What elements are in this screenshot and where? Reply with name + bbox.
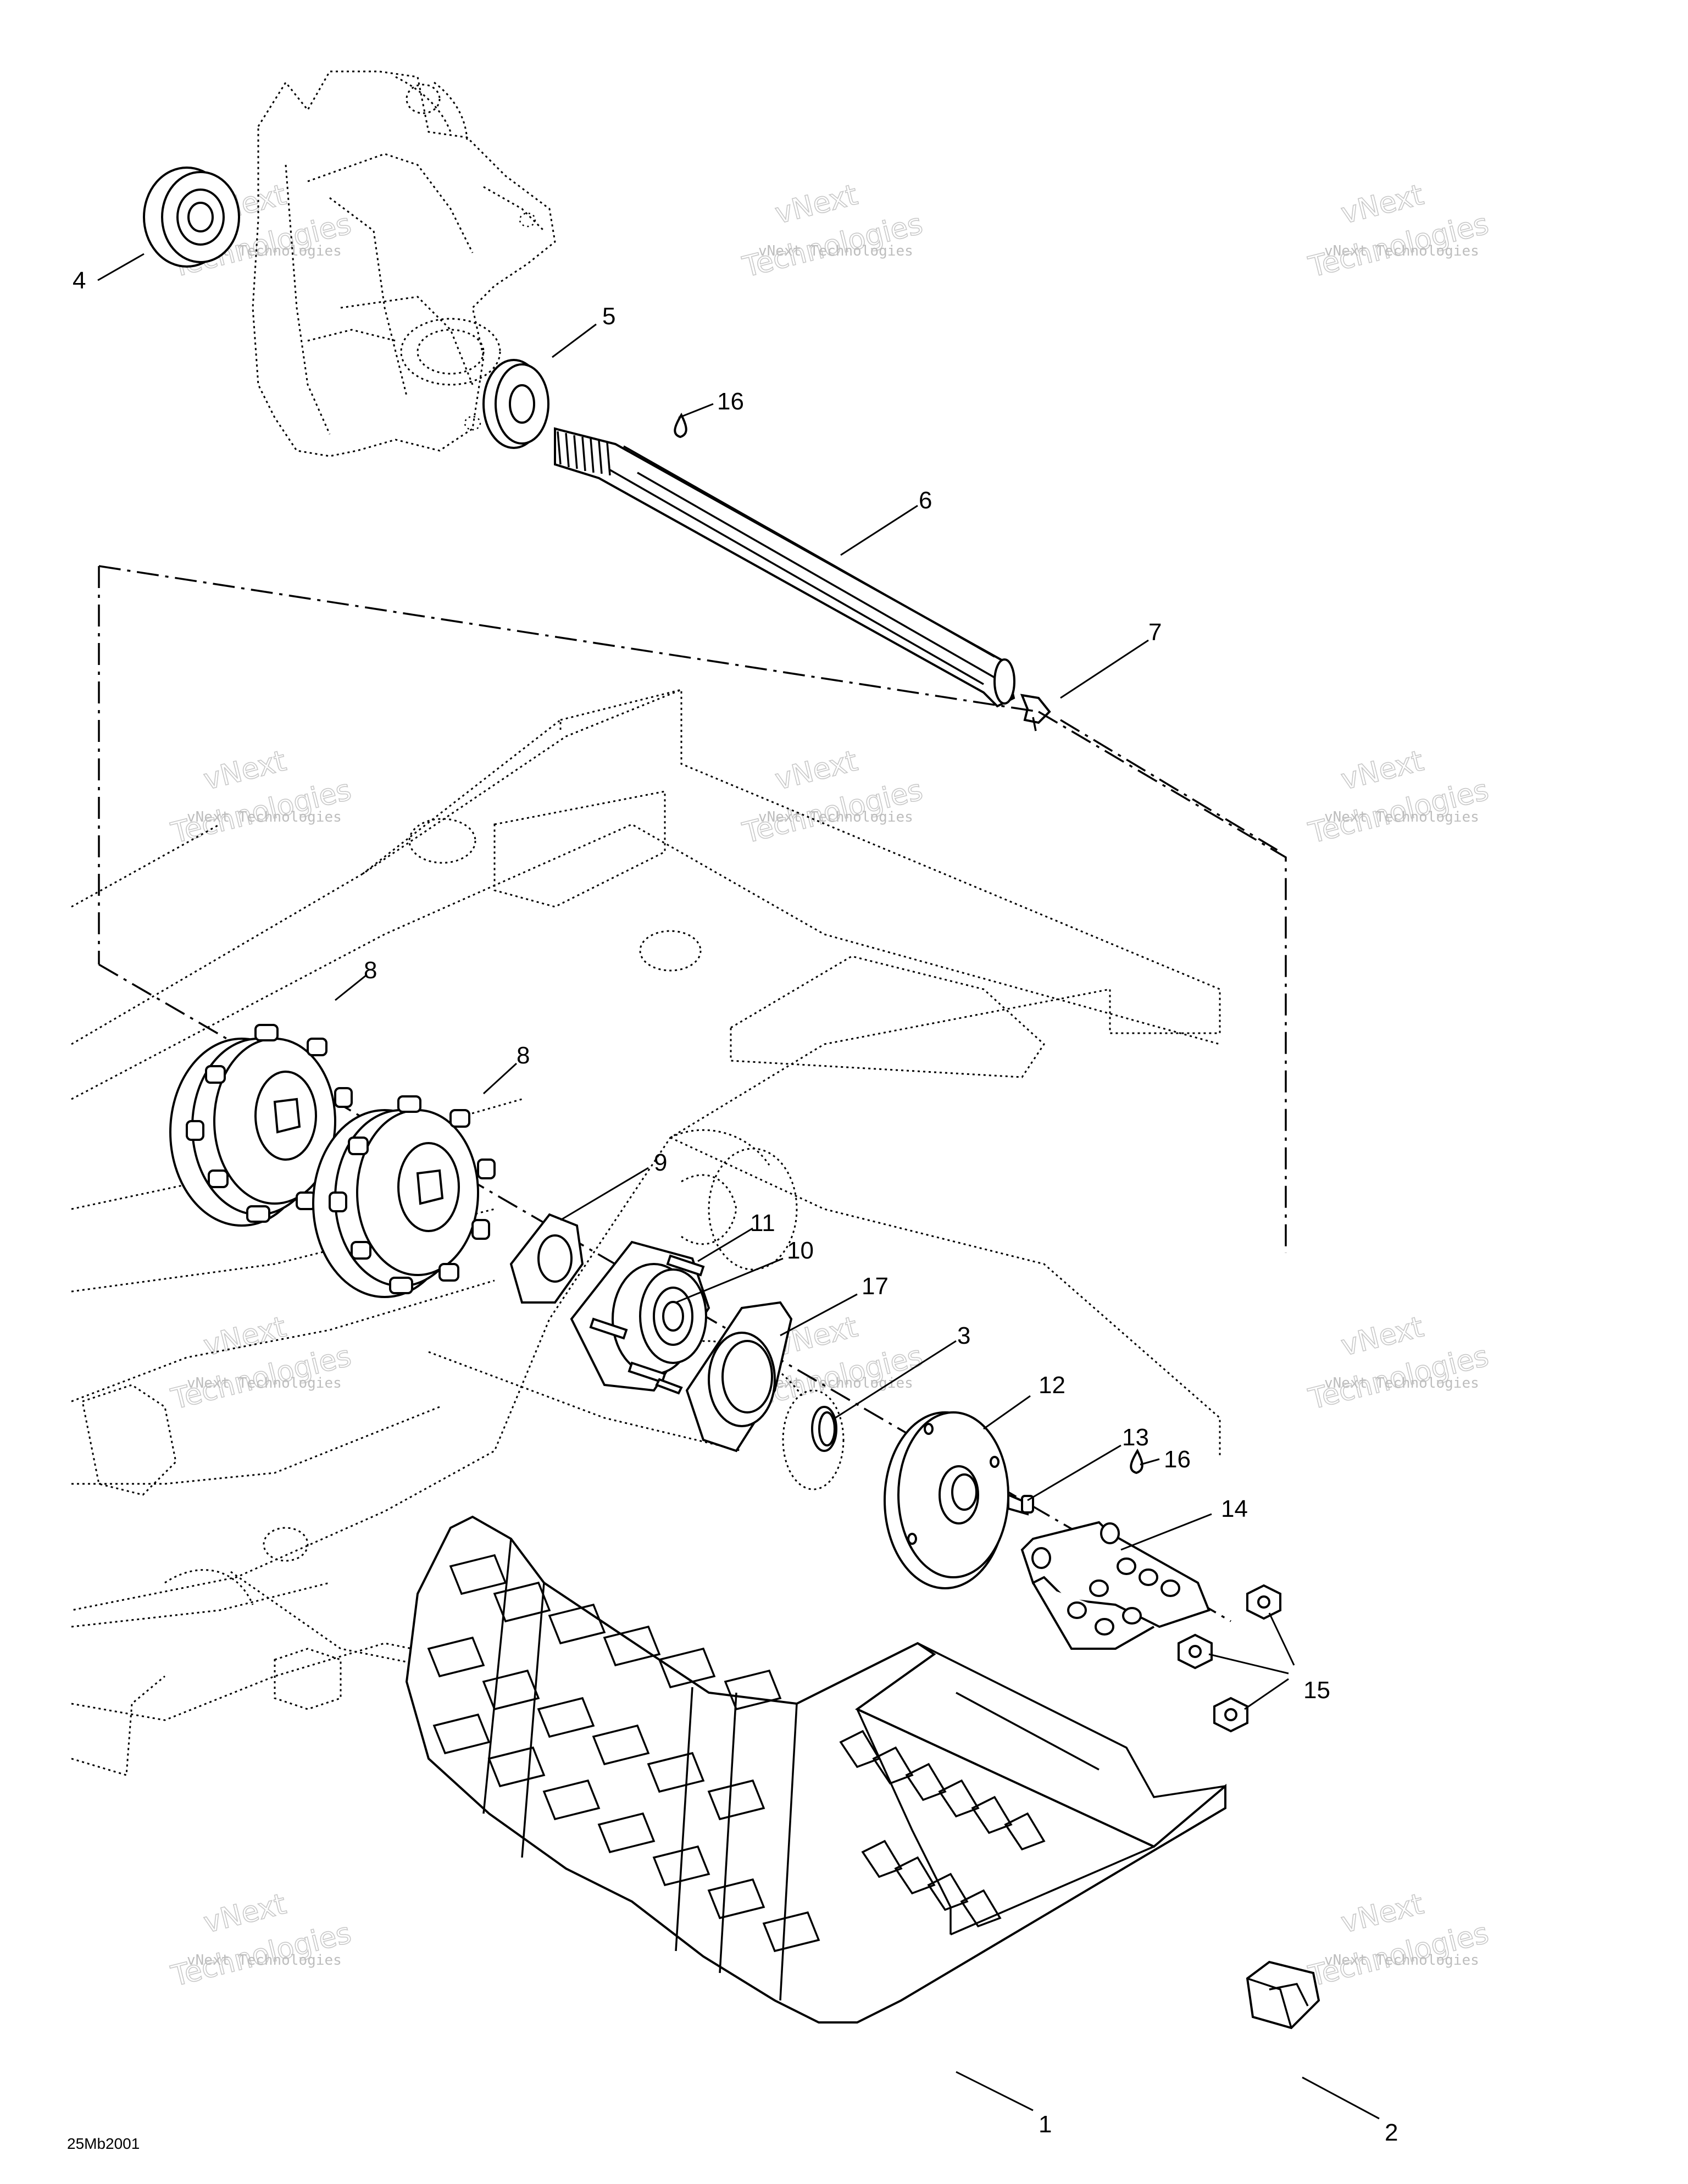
slider-clip-2 (1246, 1960, 1320, 2030)
flange-plate-17 (685, 1301, 793, 1453)
callout-16-top: 16 (717, 388, 744, 415)
callout-10: 10 (787, 1237, 814, 1264)
bearing-4 (143, 167, 240, 268)
washer-5 (482, 359, 549, 449)
watermark-line1: vNext (772, 179, 861, 231)
watermark-line1: vNext (1338, 745, 1427, 797)
callout-8-right: 8 (517, 1042, 530, 1069)
callout-7: 7 (1148, 619, 1162, 646)
track-lugs (427, 1554, 820, 1953)
callout-1: 1 (1039, 2111, 1052, 2138)
sprocket-8-right-teeth (329, 1095, 496, 1294)
nuts-15 (1178, 1584, 1281, 1733)
watermark-small: vNext Technologies (187, 1375, 342, 1392)
watermark-line1: vNext (201, 1311, 290, 1363)
callout-4: 4 (73, 267, 86, 294)
watermark-small: vNext Technologies (758, 809, 913, 825)
callout-2: 2 (1385, 2119, 1398, 2146)
watermark-line1: vNext (201, 1888, 290, 1940)
end-flange-12 (884, 1411, 1009, 1589)
grease-drop-16-bottom (1130, 1448, 1143, 1475)
callout-15: 15 (1303, 1677, 1330, 1704)
studs-11 (589, 1254, 705, 1395)
spacer-9 (509, 1213, 584, 1304)
watermark-small: vNext Technologies (1324, 243, 1479, 259)
callout-8-left: 8 (364, 957, 377, 984)
callout-9: 9 (654, 1149, 667, 1176)
watermark-line1: vNext (1338, 179, 1427, 231)
leader-lines (97, 253, 1380, 2120)
watermark-small: vNext Technologies (1324, 1375, 1479, 1392)
document-code: 25Mb2001 (67, 2135, 140, 2152)
circlip-7 (1020, 694, 1051, 731)
watermark-line1: vNext (201, 745, 290, 797)
bracket-14 (1020, 1521, 1211, 1650)
axle-splines (557, 431, 611, 476)
tunnel-frame (71, 688, 1221, 1776)
watermark-small: vNext Technologies (758, 243, 913, 259)
watermark-small: vNext Technologies (1324, 809, 1479, 825)
sprocket-8-right (312, 1095, 496, 1298)
watermark-line1: vNext (772, 745, 861, 797)
callout-12: 12 (1039, 1372, 1065, 1399)
callout-17: 17 (862, 1273, 889, 1300)
circlip-3 (811, 1406, 837, 1452)
callout-16-bottom: 16 (1164, 1446, 1191, 1473)
callout-3: 3 (957, 1322, 970, 1349)
callout-labels: 4 5 16 6 7 8 8 9 11 10 17 3 12 13 16 14 … (73, 267, 1398, 2146)
grease-drop-16-top (674, 412, 687, 439)
watermark-small: vNext Technologies (1324, 1952, 1479, 1969)
callout-11: 11 (750, 1210, 775, 1237)
watermark-line1: vNext (1338, 1888, 1427, 1940)
callout-13: 13 (1122, 1424, 1149, 1451)
sprocket-8-left (169, 1024, 353, 1227)
watermark-small: vNext Technologies (187, 809, 342, 825)
track-1 (405, 1515, 1226, 2024)
callout-5: 5 (602, 303, 615, 330)
watermark-small: vNext Technologies (758, 1375, 913, 1392)
track-windows (839, 1730, 1046, 1928)
callout-6: 6 (919, 487, 932, 514)
drive-axle-6 (554, 427, 1015, 708)
watermark-line1: vNext (1338, 1311, 1427, 1363)
chaincase-housing (252, 70, 556, 457)
watermark-small: vNext Technologies (187, 1952, 342, 1969)
screw-13 (1007, 1493, 1034, 1516)
bearing-housing-10 (570, 1240, 710, 1392)
callout-14: 14 (1221, 1495, 1248, 1522)
